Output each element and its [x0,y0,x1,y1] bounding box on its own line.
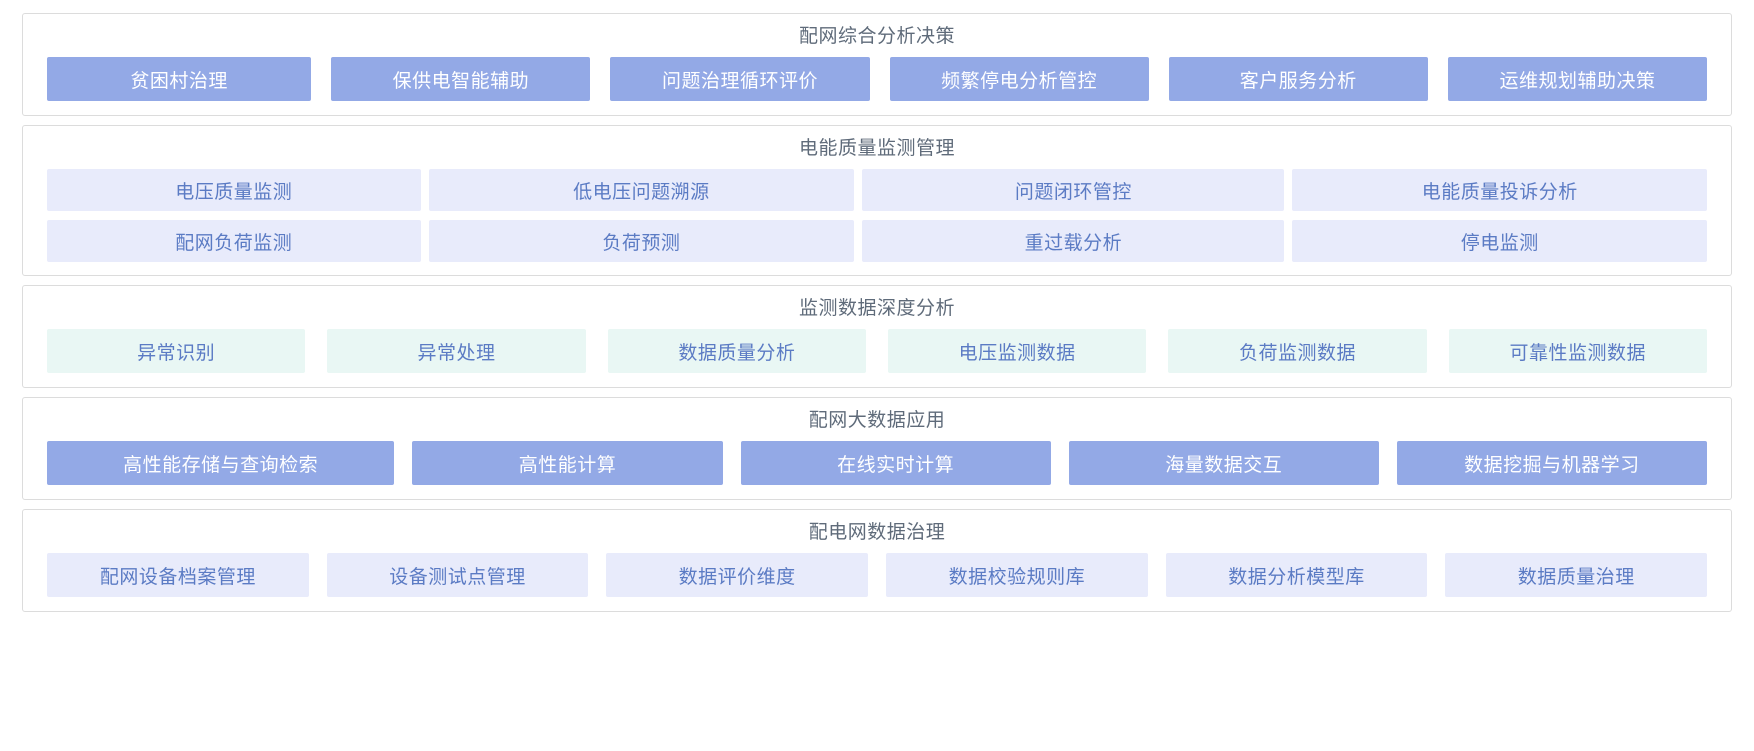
module-tile[interactable]: 配网负荷监测 [47,220,421,262]
module-tile[interactable]: 数据挖掘与机器学习 [1396,441,1707,485]
section-4-title: 配网大数据应用 [808,410,946,431]
module-tile[interactable]: 贫困村治理 [47,57,312,101]
module-tile[interactable]: 负荷预测 [428,220,855,262]
section-2-panel: 电能质量监测管理电压质量监测低电压问题溯源问题闭环管控电能质量投诉分析配网负荷监… [22,125,1732,276]
module-tile[interactable]: 异常识别 [47,329,306,373]
module-tile[interactable]: 数据质量治理 [1445,553,1708,597]
section-3-title: 监测数据深度分析 [798,298,955,319]
module-tile[interactable]: 电压监测数据 [887,329,1147,373]
section-5-row-1: 配网设备档案管理设备测试点管理数据评价维度数据校验规则库数据分析模型库数据质量治… [47,553,1708,597]
section-5-title: 配电网数据治理 [808,522,946,543]
module-tile[interactable]: 问题闭环管控 [862,169,1285,211]
section-3-row-1: 异常识别异常处理数据质量分析电压监测数据负荷监测数据可靠性监测数据 [47,329,1707,373]
section-4-row-1: 高性能存储与查询检索高性能计算在线实时计算海量数据交互数据挖掘与机器学习 [47,441,1707,485]
module-tile[interactable]: 保供电智能辅助 [331,57,591,101]
module-tile[interactable]: 客户服务分析 [1168,57,1428,101]
module-tile[interactable]: 运维规划辅助决策 [1447,57,1708,101]
section-1-row-1: 贫困村治理保供电智能辅助问题治理循环评价频繁停电分析管控客户服务分析运维规划辅助… [47,57,1708,101]
module-tile[interactable]: 数据校验规则库 [886,553,1148,597]
module-tile[interactable]: 电能质量投诉分析 [1292,169,1708,211]
section-5-panel: 配电网数据治理配网设备档案管理设备测试点管理数据评价维度数据校验规则库数据分析模… [22,509,1732,612]
module-tile[interactable]: 数据质量分析 [607,329,866,373]
module-tile[interactable]: 数据评价维度 [606,553,869,597]
module-tile[interactable]: 高性能计算 [412,441,723,485]
module-tile[interactable]: 海量数据交互 [1068,441,1379,485]
section-3-panel: 监测数据深度分析异常识别异常处理数据质量分析电压监测数据负荷监测数据可靠性监测数… [22,285,1732,388]
module-tile[interactable]: 可靠性监测数据 [1448,329,1707,373]
section-2-row-2: 配网负荷监测负荷预测重过载分析停电监测 [47,220,1708,262]
module-tile[interactable]: 重过载分析 [862,220,1285,262]
section-2-title: 电能质量监测管理 [798,138,955,159]
module-tile[interactable]: 低电压问题溯源 [428,169,855,211]
module-tile[interactable]: 负荷监测数据 [1168,329,1427,373]
section-1-title: 配网综合分析决策 [798,26,955,47]
module-tile[interactable]: 停电监测 [1292,220,1708,262]
section-1-panel: 配网综合分析决策贫困村治理保供电智能辅助问题治理循环评价频繁停电分析管控客户服务… [22,13,1732,116]
module-tile[interactable]: 问题治理循环评价 [610,57,870,101]
module-tile[interactable]: 电压质量监测 [47,169,421,211]
module-tile[interactable]: 异常处理 [327,329,586,373]
module-tile[interactable]: 在线实时计算 [740,441,1051,485]
module-tile[interactable]: 数据分析模型库 [1165,553,1428,597]
section-2-row-1: 电压质量监测低电压问题溯源问题闭环管控电能质量投诉分析 [47,169,1708,211]
section-4-panel: 配网大数据应用高性能存储与查询检索高性能计算在线实时计算海量数据交互数据挖掘与机… [22,397,1732,500]
module-tile[interactable]: 高性能存储与查询检索 [47,441,395,485]
module-tile[interactable]: 频繁停电分析管控 [889,57,1149,101]
module-tile[interactable]: 配网设备档案管理 [47,553,309,597]
module-tile[interactable]: 设备测试点管理 [326,553,589,597]
